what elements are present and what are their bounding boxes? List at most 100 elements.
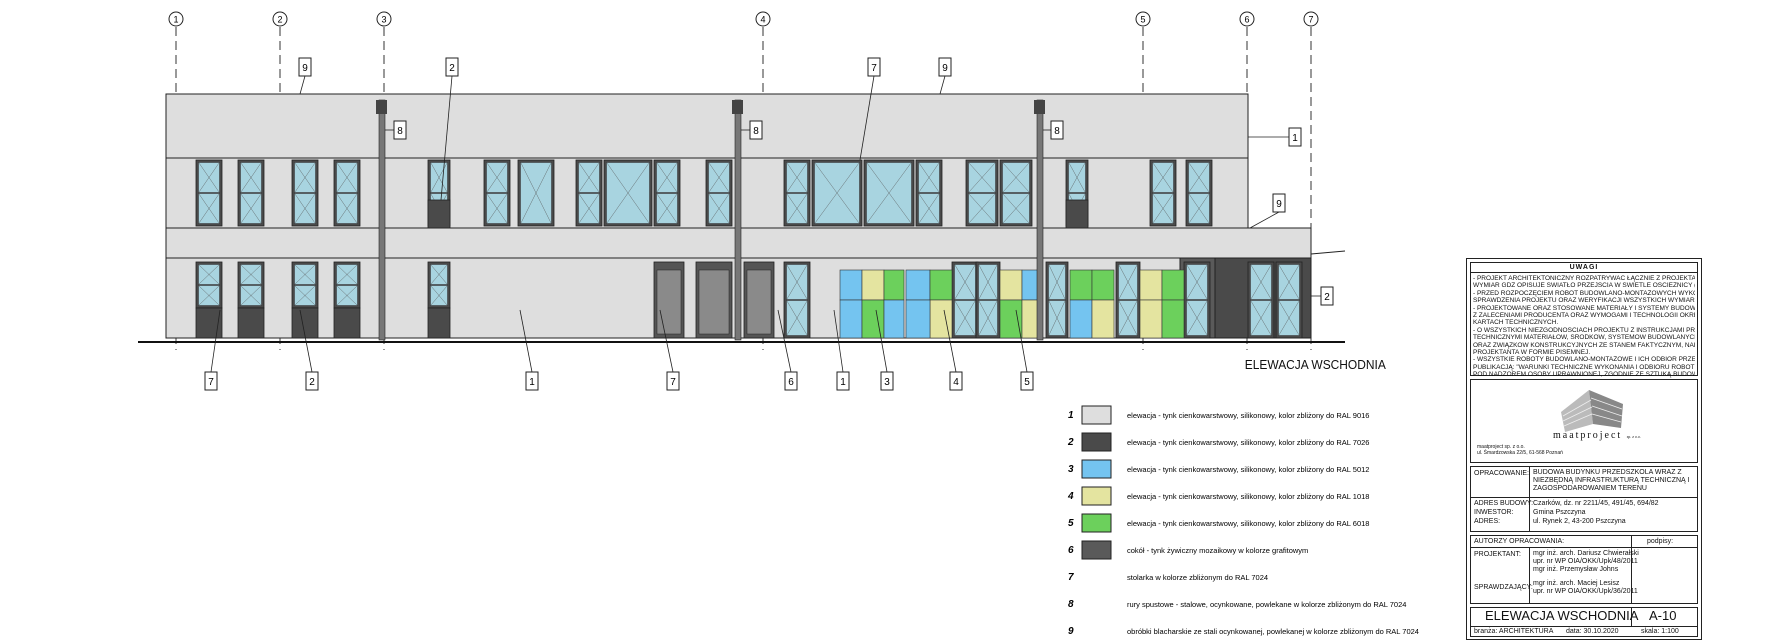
window-opening-mark	[1250, 264, 1272, 300]
callout-leader	[939, 75, 946, 95]
callout-box	[867, 57, 881, 77]
legend-swatch	[1081, 513, 1112, 533]
projektant-label: PROJEKTANT:	[1474, 551, 1521, 558]
uwagi-line: WYMIAR GDZ OPISUJE ŚWIATŁO PRZEJŚCIA W Ś…	[1473, 282, 1695, 290]
downpipe-head	[732, 100, 743, 114]
callout-label: 7	[871, 63, 877, 74]
legend-text: elewacja - tynk cienkowarstwowy, silikon…	[1127, 465, 1369, 474]
callout-leader	[875, 309, 888, 373]
legend-swatch	[1081, 486, 1112, 506]
sprawdzajacy-line: upr. nr WP OIA/OKK/Upk/36/2011	[1533, 588, 1638, 595]
callout-box	[784, 371, 798, 391]
callout-box	[880, 371, 894, 391]
colored-panel	[1161, 299, 1185, 339]
uwagi-notes: - PROJEKT ARCHITEKTONICZNY ROZPATRYWAĆ Ł…	[1471, 273, 1697, 379]
window-opening-mark	[486, 193, 508, 224]
colored-panel	[1021, 269, 1039, 301]
project-info: OPRACOWANIE: BUDOWA BUDYNKU PRZEDSZKOLA …	[1470, 466, 1698, 532]
sprawdzajacy-label: SPRAWDZAJĄCY:	[1474, 584, 1533, 591]
window-opening-mark	[814, 162, 860, 224]
grid-axis-bubble	[376, 11, 392, 27]
adres-value: Czarków, dz. nr 2211/45, 491/45, 694/82	[1533, 500, 1659, 507]
sheet-number: A-10	[1649, 608, 1677, 623]
elevation-title: ELEWACJA WSCHODNIA	[1245, 358, 1387, 373]
uwagi-line: KARTACH TECHNICZNYCH.	[1473, 319, 1559, 327]
projektant-line: mgr inż. Przemysław Johns	[1533, 566, 1619, 573]
callout-box	[393, 120, 407, 140]
callout-leader	[299, 75, 306, 95]
data: data: 30.10.2020	[1566, 628, 1619, 635]
callout-box	[1320, 286, 1334, 306]
window-opening-mark	[1186, 264, 1208, 300]
callout-box	[1272, 193, 1286, 213]
window-opening-mark	[978, 264, 998, 300]
window-opening-mark	[240, 193, 262, 224]
window-opening-mark	[954, 264, 976, 300]
window-opening-mark	[1186, 300, 1208, 336]
window-opening-mark	[656, 193, 678, 224]
window-opening-mark	[1068, 162, 1086, 193]
window-opening-mark	[520, 162, 552, 224]
colored-panel	[1069, 299, 1093, 339]
colored-panel	[1139, 269, 1163, 301]
window-opening-mark	[708, 193, 730, 224]
grid-axis-label: 1	[173, 15, 178, 25]
window-opening-mark	[294, 193, 316, 224]
colored-panel	[905, 299, 931, 339]
window-opening-mark	[1048, 264, 1066, 300]
grid-axis-label: 2	[277, 15, 282, 25]
callout-box	[445, 57, 459, 77]
windows	[195, 159, 1303, 339]
podpisy-label: podpisy:	[1647, 538, 1674, 545]
callout-leader	[440, 75, 453, 201]
colored-panel	[1161, 269, 1185, 301]
adres2-label: ADRES:	[1474, 518, 1501, 525]
sheet-title: ELEWACJA WSCHODNIA	[1485, 608, 1639, 623]
uwagi-line: ORAZ ZWIĄZKÓW KONSTRUKCYJNYCH ZE STANEM …	[1473, 341, 1695, 349]
window-opening-mark	[1278, 264, 1300, 300]
skala: skala: 1:100	[1641, 628, 1679, 635]
legend-text: obróbki blacharskie ze stali ocynkowanej…	[1127, 627, 1419, 636]
opracowanie-text: BUDOWA BUDYNKU PRZEDSZKOLA WRAZ Z NIEZBĘ…	[1533, 469, 1690, 492]
callout-box	[836, 371, 850, 391]
downpipe-head	[376, 100, 387, 114]
legend-number: 9	[1068, 626, 1074, 637]
legend-swatch	[1081, 432, 1112, 452]
company-logo-icon	[1561, 390, 1623, 432]
uwagi-line: SPRAWDZENIA PROJEKTU ORAZ WERYFIKACJI WS…	[1473, 297, 1695, 305]
authors-section: AUTORZY OPRACOWANIA: podpisy: PROJEKTANT…	[1470, 535, 1698, 604]
door-leaf	[746, 269, 772, 335]
callout-label: 2	[449, 63, 455, 74]
grid-axis-bubble	[1303, 11, 1319, 27]
grid-axis-label: 5	[1140, 15, 1145, 25]
window-opening-mark	[486, 162, 508, 193]
callout-label: 3	[884, 377, 890, 388]
window-opening-mark	[786, 162, 808, 193]
window-opening-mark	[918, 162, 940, 193]
window-opening-mark	[1250, 300, 1272, 336]
callout-leader	[1015, 309, 1028, 373]
sprawdzajacy-line: mgr inż. arch. Maciej Lesisz	[1533, 580, 1620, 587]
callout-box	[204, 371, 218, 391]
legend-text: rury spustowe - stalowe, ocynkowane, pow…	[1127, 600, 1406, 609]
colored-panel	[999, 299, 1023, 339]
window-opening-mark	[1118, 264, 1138, 300]
callout-leader	[777, 309, 792, 373]
callout-label: 8	[1054, 126, 1060, 137]
opracowanie-label: OPRACOWANIE:	[1474, 470, 1529, 477]
window-opening-mark	[786, 264, 808, 300]
legend-text: elewacja - tynk cienkowarstwowy, silikon…	[1127, 438, 1369, 447]
window-opening-mark	[336, 285, 358, 306]
colored-panel	[861, 269, 885, 301]
window-opening-mark	[1188, 193, 1210, 224]
inwestor-label: INWESTOR:	[1474, 509, 1514, 516]
legend-swatch	[1081, 540, 1112, 560]
legend-text: elewacja - tynk cienkowarstwowy, silikon…	[1127, 519, 1369, 528]
callout-label: 9	[1276, 199, 1282, 210]
legend-number: 3	[1068, 464, 1074, 475]
colored-panels	[839, 269, 1185, 339]
dark-panel	[195, 307, 223, 339]
